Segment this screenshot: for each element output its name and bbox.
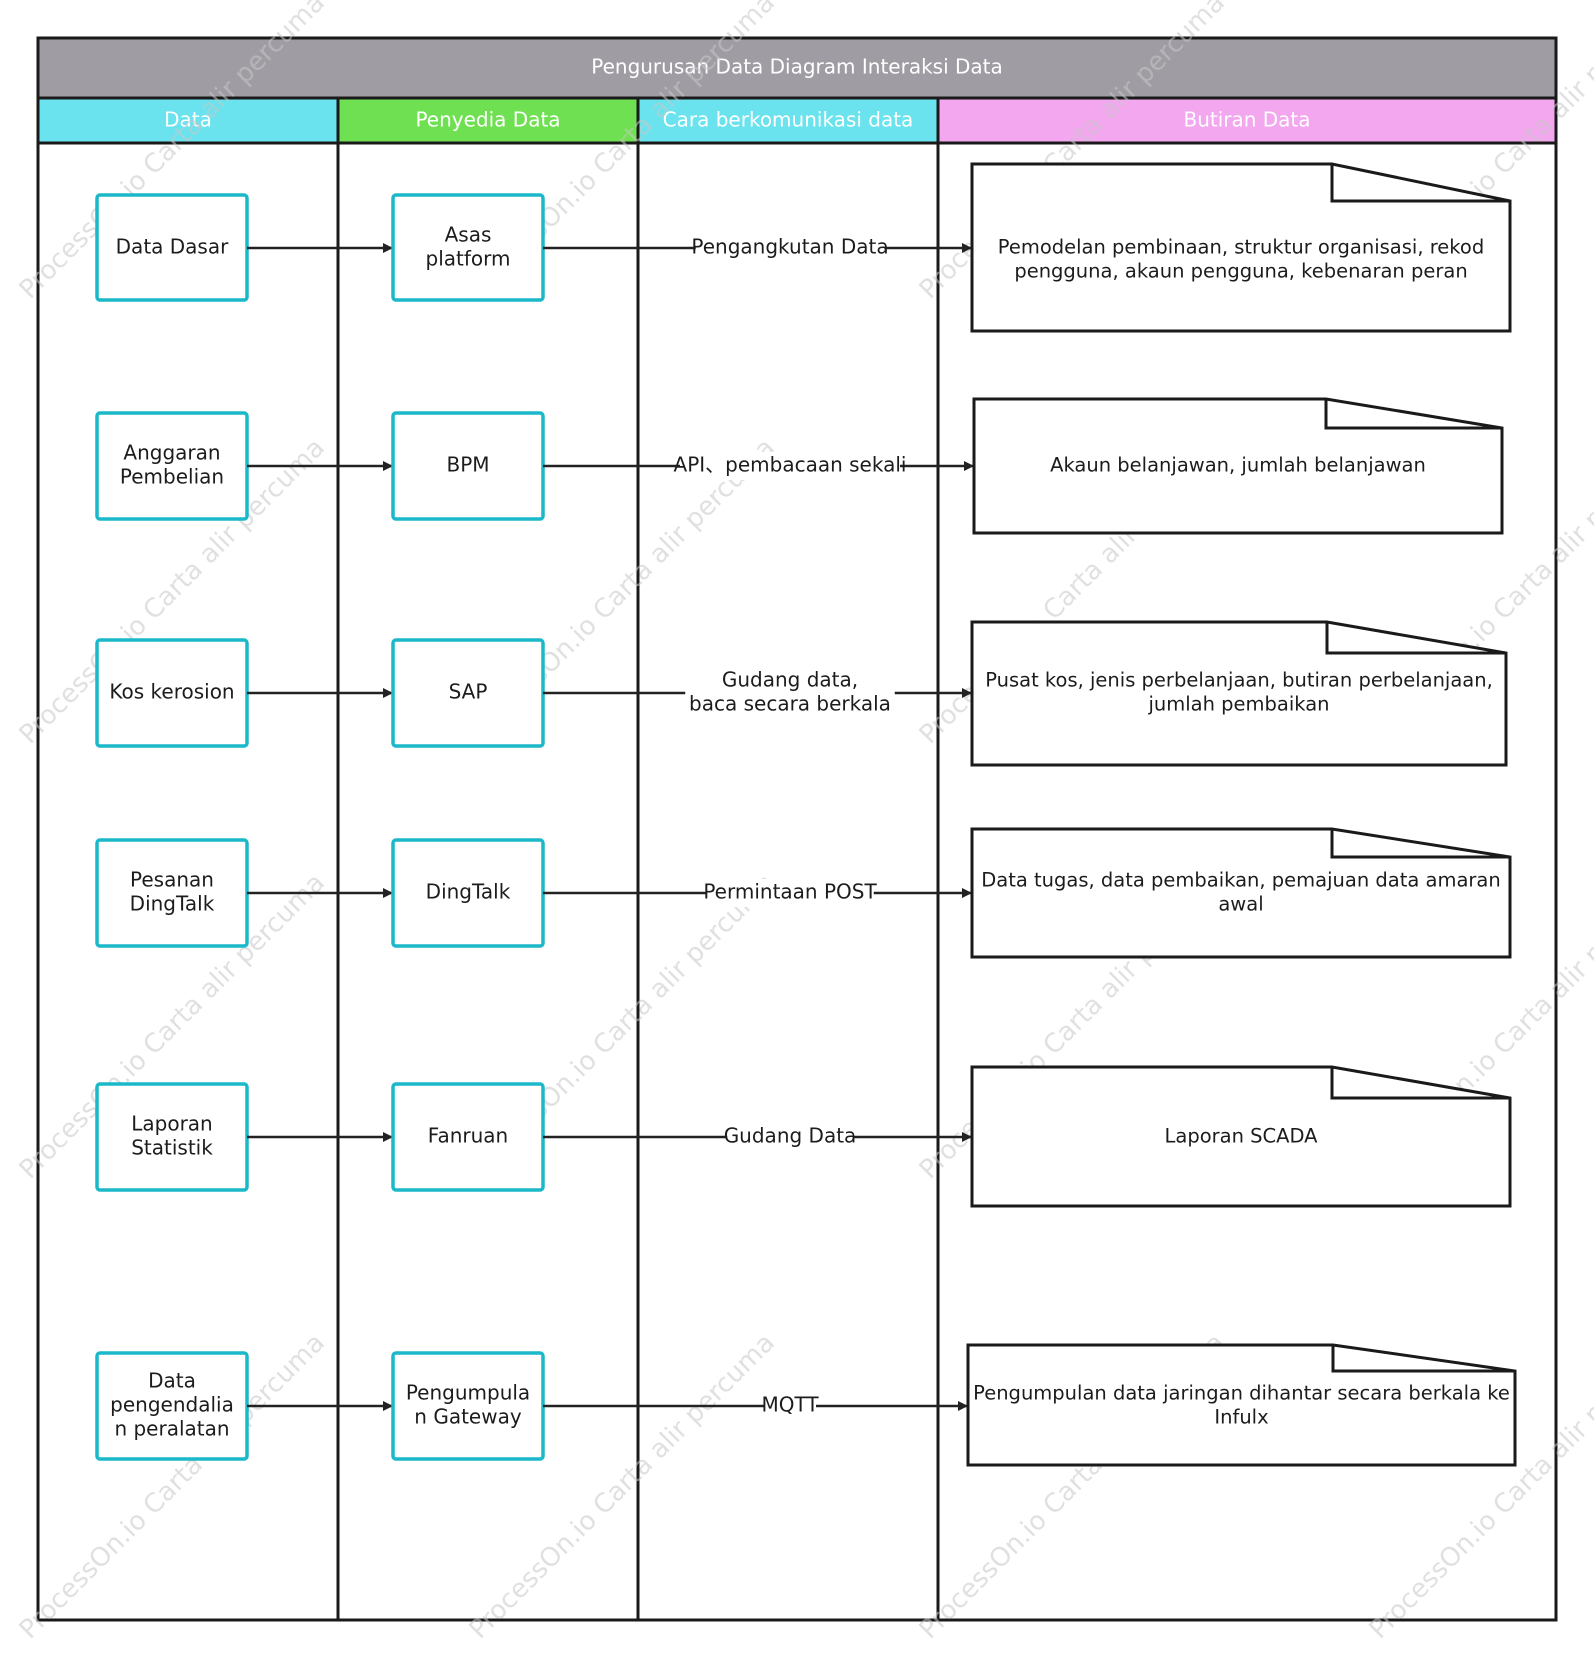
lane-label-data: Data <box>164 108 212 132</box>
detail-note-text: jumlah pembaikan <box>1147 693 1329 716</box>
detail-note-text: awal <box>1218 893 1263 916</box>
data-box-label: n peralatan <box>114 1417 229 1441</box>
lane-label-provider: Penyedia Data <box>415 108 560 132</box>
detail-note-text: Infulx <box>1214 1406 1268 1429</box>
data-box-label: Pembelian <box>120 465 224 489</box>
provider-box-label: platform <box>426 247 511 271</box>
note-fold <box>1325 622 1506 655</box>
detail-note <box>970 620 1508 767</box>
data-box-label-group: Kos kerosion <box>109 680 234 704</box>
method-label: baca secara berkala <box>689 692 891 716</box>
data-box-label: Statistik <box>131 1136 213 1160</box>
detail-note-text-group: Data tugas, data pembaikan, pemajuan dat… <box>981 869 1500 916</box>
method-label: Permintaan POST <box>703 880 877 904</box>
provider-box-label: Asas <box>445 223 492 247</box>
lane-label-method: Cara berkomunikasi data <box>663 108 914 132</box>
provider-box-label: DingTalk <box>426 880 511 904</box>
method-label-bg <box>727 1123 853 1151</box>
detail-note-text: pengguna, akaun pengguna, kebenaran pera… <box>1014 260 1467 283</box>
detail-note-text: Pusat kos, jenis perbelanjaan, butiran p… <box>985 669 1493 692</box>
method-label-group: Gudang data,baca secara berkala <box>685 667 895 719</box>
data-box-label: DingTalk <box>130 892 215 916</box>
provider-box-label: n Gateway <box>414 1405 522 1429</box>
lane-header-data <box>36 96 340 145</box>
detail-note <box>970 162 1512 333</box>
provider-box-label-group: Fanruan <box>428 1124 508 1148</box>
provider-box-label-group: DingTalk <box>426 880 511 904</box>
data-box-label: Kos kerosion <box>109 680 234 704</box>
detail-note-text: Akaun belanjawan, jumlah belanjawan <box>1050 454 1426 477</box>
note-fold <box>1330 829 1510 859</box>
detail-note <box>966 1343 1517 1467</box>
title-bar <box>36 36 1558 100</box>
method-label-bg <box>706 879 874 907</box>
method-label-group: Pengangkutan Data <box>691 234 889 262</box>
lane-header-method <box>636 96 940 145</box>
method-label-group: Permintaan POST <box>703 879 877 907</box>
detail-note-text: Pemodelan pembinaan, struktur organisasi… <box>998 236 1484 259</box>
detail-note-text: Laporan SCADA <box>1165 1125 1319 1148</box>
method-label: Gudang data, <box>722 668 858 692</box>
method-label: API、pembacaan sekali <box>674 453 907 477</box>
detail-note-text: Data tugas, data pembaikan, pemajuan dat… <box>981 869 1500 892</box>
data-box-label: Laporan <box>131 1112 212 1136</box>
detail-note-text-group: Pemodelan pembinaan, struktur organisasi… <box>998 236 1484 283</box>
diagram-title: Pengurusan Data Diagram Interaksi Data <box>591 55 1003 79</box>
method-label-bg <box>685 667 895 719</box>
provider-box-label-group: Pengumpulan Gateway <box>406 1381 530 1429</box>
provider-box-label: Pengumpula <box>406 1381 530 1405</box>
detail-note-text-group: Pengumpulan data jaringan dihantar secar… <box>973 1382 1510 1429</box>
provider-box-label: SAP <box>449 680 488 704</box>
note-fold <box>1331 1345 1515 1373</box>
provider-box-label: Fanruan <box>428 1124 508 1148</box>
detail-note <box>970 827 1512 959</box>
data-box-label: pengendalia <box>110 1393 234 1417</box>
detail-note-text-group: Laporan SCADA <box>1165 1125 1319 1148</box>
detail-note-text-group: Pusat kos, jenis perbelanjaan, butiran p… <box>985 669 1493 716</box>
method-label: Pengangkutan Data <box>691 235 888 259</box>
method-label-group: Gudang Data <box>724 1123 857 1151</box>
detail-note-text: Pengumpulan data jaringan dihantar secar… <box>973 1382 1510 1405</box>
note-fold <box>1330 164 1510 203</box>
provider-box-label-group: SAP <box>449 680 488 704</box>
note-fold <box>1330 1067 1510 1100</box>
provider-box-label: BPM <box>446 453 489 477</box>
provider-box-label-group: BPM <box>446 453 489 477</box>
lane-label-detail: Butiran Data <box>1183 108 1310 132</box>
data-box-label: Data <box>148 1369 196 1393</box>
note-fold <box>1324 399 1502 430</box>
method-label-bg <box>680 452 900 480</box>
lane-header-detail <box>936 96 1558 145</box>
data-box-label: Anggaran <box>123 441 220 465</box>
detail-note-text-group: Akaun belanjawan, jumlah belanjawan <box>1050 454 1426 477</box>
data-box-label: Pesanan <box>130 868 214 892</box>
method-label-group: API、pembacaan sekali <box>674 452 907 480</box>
method-label-bg <box>695 234 885 262</box>
method-label: Gudang Data <box>724 1124 857 1148</box>
detail-note <box>972 397 1504 535</box>
data-box-label: Data Dasar <box>116 235 229 259</box>
method-label-group: MQTT <box>761 1392 819 1420</box>
method-label: MQTT <box>761 1393 819 1417</box>
data-box-label-group: Data Dasar <box>116 235 229 259</box>
detail-note <box>970 1065 1512 1208</box>
method-label-bg <box>764 1392 816 1420</box>
